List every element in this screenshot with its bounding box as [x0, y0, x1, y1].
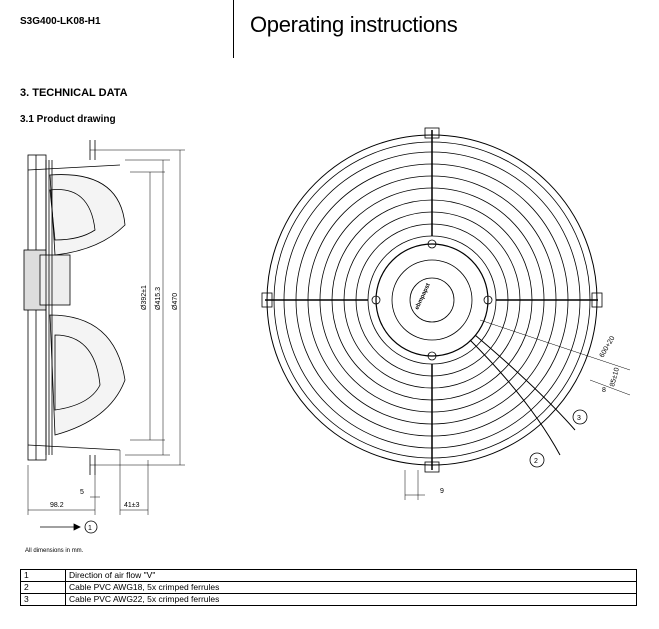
marker-1: 1: [88, 525, 92, 532]
dim-9: 9: [440, 488, 444, 495]
legend-number: 3: [20, 593, 66, 606]
dim-392: Ø392±1: [141, 285, 148, 310]
dimensions-note: All dimensions in mm.: [25, 548, 84, 554]
front-view: [261, 127, 631, 500]
dim-8: 8: [602, 387, 606, 394]
dim-5: 5: [80, 489, 84, 496]
model-number: S3G400-LK08-H1: [20, 16, 101, 27]
section-heading: 3. TECHNICAL DATA: [20, 87, 128, 99]
dim-415: Ø415.3: [155, 287, 162, 310]
legend-text: Direction of air flow "V": [65, 569, 637, 582]
dim-98: 98.2: [50, 502, 64, 509]
marker-2: 2: [534, 458, 538, 465]
legend-text: Cable PVC AWG18, 5x crimped ferrules: [65, 581, 637, 594]
dim-41: 41±3: [124, 502, 140, 509]
table-row: 2 Cable PVC AWG18, 5x crimped ferrules: [20, 581, 637, 594]
table-row: 3 Cable PVC AWG22, 5x crimped ferrules: [20, 593, 637, 606]
page-header: S3G400-LK08-H1 Operating instructions: [0, 0, 659, 58]
legend-number: 1: [20, 569, 66, 582]
legend-text: Cable PVC AWG22, 5x crimped ferrules: [65, 593, 637, 606]
legend-table: 1 Direction of air flow "V" 2 Cable PVC …: [20, 569, 637, 606]
product-drawing: Ø392±1 Ø415.3 Ø470 5 98.2 41±3 1: [23, 127, 631, 534]
page-title: Operating instructions: [250, 12, 458, 37]
dim-85: 85±10: [609, 367, 621, 388]
dim-600: 600+20: [599, 335, 617, 359]
legend-number: 2: [20, 581, 66, 594]
header-divider: [233, 0, 234, 58]
dim-470: Ø470: [172, 293, 179, 310]
subsection-heading: 3.1 Product drawing: [20, 114, 116, 125]
table-row: 1 Direction of air flow "V": [20, 569, 637, 582]
marker-3: 3: [577, 415, 581, 422]
side-view: [23, 140, 185, 534]
